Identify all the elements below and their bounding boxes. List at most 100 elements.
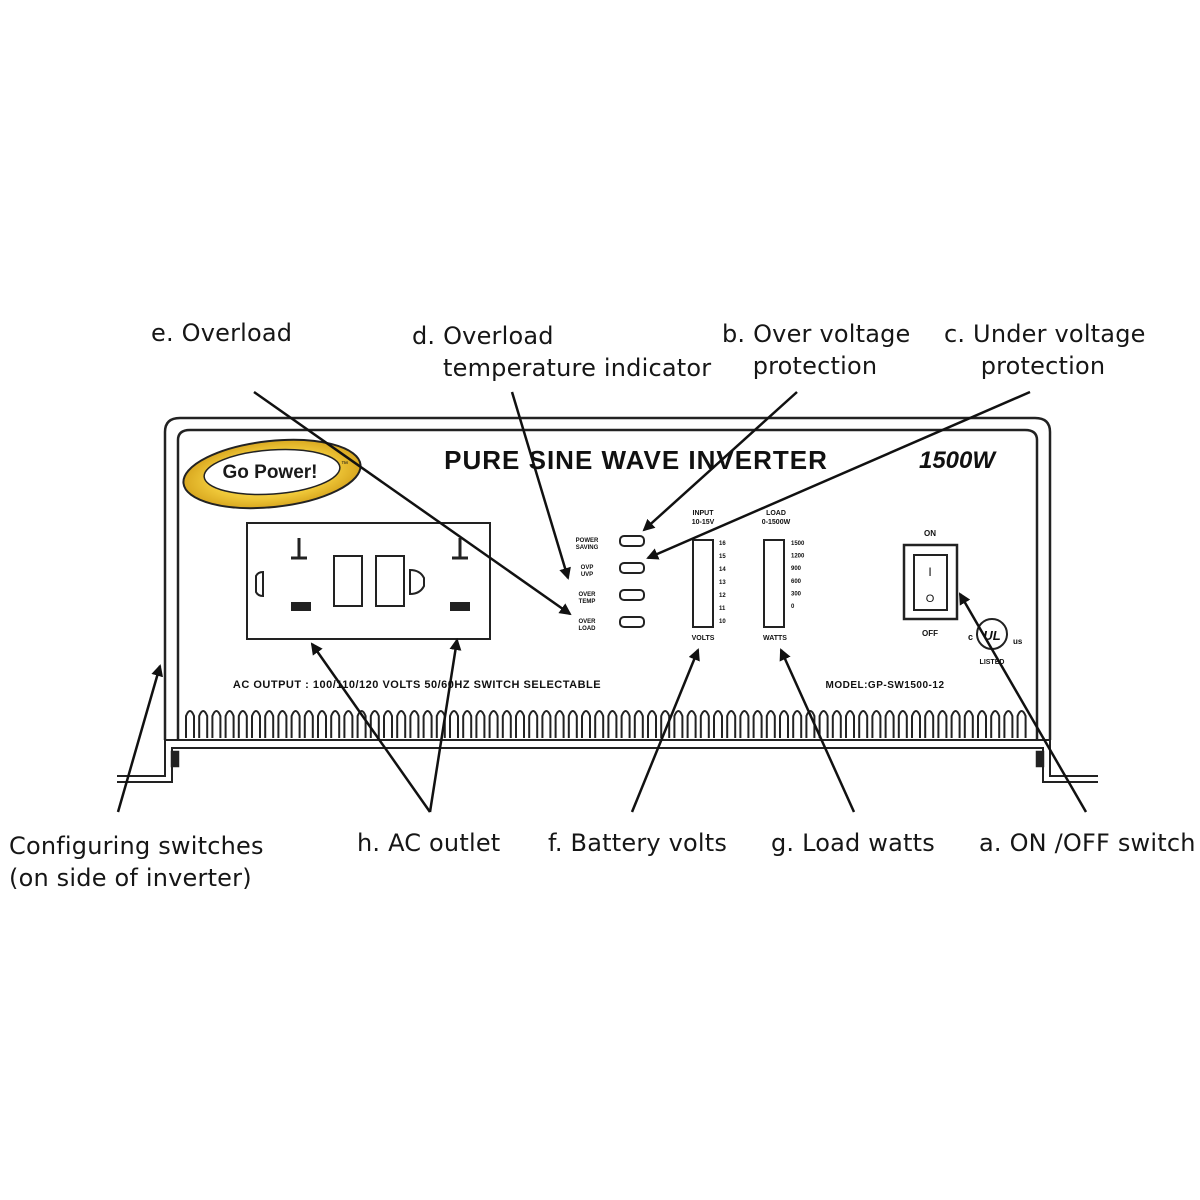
cooling-fin: [765, 710, 776, 738]
cooling-fin: [990, 710, 1001, 738]
indicator-label-line-1: POWER: [576, 538, 599, 544]
model-number: MODEL:GP-SW1500-12: [825, 680, 944, 691]
callout-load-watts: g. Load watts: [771, 827, 935, 859]
power-rating: 1500W: [919, 447, 997, 474]
cooling-fin: [884, 710, 895, 738]
callout-arrows: [116, 390, 1088, 813]
cooling-fin: [224, 710, 235, 738]
watts-header-2: 0-1500W: [762, 519, 791, 526]
meter-tick-label: 15: [719, 554, 726, 560]
indicator-label-line-2: LOAD: [579, 626, 597, 632]
ul-c-label: c: [968, 632, 973, 642]
logo-text: Go Power!: [222, 462, 317, 483]
cooling-fin: [422, 710, 433, 738]
cooling-fin: [515, 710, 525, 738]
go-power-logo: Go Power! ™: [182, 438, 362, 510]
callout-battery-volts-text: f. Battery volts: [548, 829, 728, 857]
arrow-config-switches: [116, 664, 164, 813]
on-off-switch: ON I O OFF: [902, 529, 959, 638]
cooling-fins: [185, 710, 1027, 738]
callout-config-line-2: (on side of inverter): [9, 864, 252, 892]
indicator-label-line-2: TEMP: [579, 599, 596, 605]
callout-over-voltage: b. Over voltage protection: [722, 318, 911, 382]
callout-config-line-1: Configuring switches: [9, 832, 264, 860]
cooling-fin: [567, 710, 578, 738]
arrow-load-watts: [779, 648, 856, 813]
switch-mark-on: I: [928, 565, 931, 579]
ac-outlet: [246, 522, 491, 640]
meter-tick-label: 0: [791, 604, 795, 610]
callout-over-voltage-line-1: b. Over voltage: [722, 320, 911, 348]
cooling-fin: [198, 710, 209, 738]
volts-footer: VOLTS: [692, 635, 715, 642]
cooling-fin: [633, 710, 644, 738]
callout-under-voltage-line-1: c. Under voltage: [944, 320, 1146, 348]
cooling-fin: [409, 710, 420, 738]
cooling-fin: [858, 710, 869, 738]
cooling-fin: [185, 710, 195, 738]
cooling-fin: [594, 710, 605, 738]
indicator-label-line-2: UVP: [581, 572, 593, 578]
cooling-fin: [369, 710, 380, 738]
callout-under-voltage-line-2: protection: [980, 352, 1106, 380]
callout-load-watts-text: g. Load watts: [771, 829, 935, 857]
cooling-fin: [977, 710, 987, 738]
cooling-fin: [818, 710, 829, 738]
cooling-fin: [462, 710, 473, 738]
arrow-ac-outlet-right: [428, 638, 462, 813]
cooling-fin: [673, 710, 684, 738]
callout-temp-indicator: d. Overload temperature indicator: [412, 320, 711, 384]
meter-tick-label: 900: [791, 566, 802, 572]
cooling-fin: [554, 710, 565, 738]
callout-temp-line-2: temperature indicator: [443, 354, 712, 382]
indicator-light: [619, 562, 645, 574]
arrow-battery-volts: [630, 648, 700, 813]
indicator-light: [619, 589, 645, 601]
cooling-fin: [805, 710, 816, 738]
switch-off-label: OFF: [922, 629, 938, 638]
cooling-fin: [211, 710, 222, 738]
cooling-fin: [581, 710, 591, 738]
indicator-label-line-1: OVER: [578, 619, 596, 625]
cooling-fin: [686, 710, 697, 738]
cooling-fin: [871, 710, 882, 738]
meter-tick-label: 600: [791, 579, 802, 585]
meter-tick-label: 12: [719, 593, 726, 599]
cooling-fin: [475, 710, 486, 738]
ul-text: UL: [983, 628, 1000, 643]
cooling-fin: [356, 710, 367, 738]
cooling-fin: [251, 710, 261, 738]
volts-header-2: 10-15V: [692, 519, 715, 526]
meter-tick-label: 16: [719, 541, 726, 547]
cooling-fin: [963, 710, 974, 738]
watts-footer: WATTS: [763, 635, 787, 642]
cooling-fin: [264, 710, 275, 738]
indicator-light: [619, 535, 645, 547]
cooling-fin: [488, 710, 499, 738]
cooling-fin: [396, 710, 407, 738]
callout-temp-line-1: d. Overload: [412, 322, 554, 350]
cooling-fin: [290, 710, 301, 738]
ul-listed-mark: UL c us LISTED: [968, 618, 1023, 666]
ac-output-spec: AC OUTPUT : 100/110/120 VOLTS 50/60HZ SW…: [233, 679, 601, 691]
indicator-light: [619, 616, 645, 628]
arrow-ac-outlet-left: [310, 642, 432, 813]
meter-tick-label: 300: [791, 591, 802, 597]
callout-battery-volts: f. Battery volts: [548, 827, 727, 859]
meter-tick-label: 1200: [791, 554, 805, 560]
cooling-fin: [792, 710, 803, 738]
cooling-fin: [924, 710, 935, 738]
cooling-fin: [620, 710, 631, 738]
cooling-fin: [330, 710, 341, 738]
arrow-on-off: [958, 592, 1088, 813]
cooling-fin: [937, 710, 948, 738]
cooling-fin: [383, 710, 393, 738]
cooling-fin: [1016, 710, 1027, 738]
arrow-temp-indicator: [510, 391, 571, 580]
callout-config-switches: Configuring switches (on side of inverte…: [9, 830, 264, 894]
cooling-fin: [237, 710, 248, 738]
